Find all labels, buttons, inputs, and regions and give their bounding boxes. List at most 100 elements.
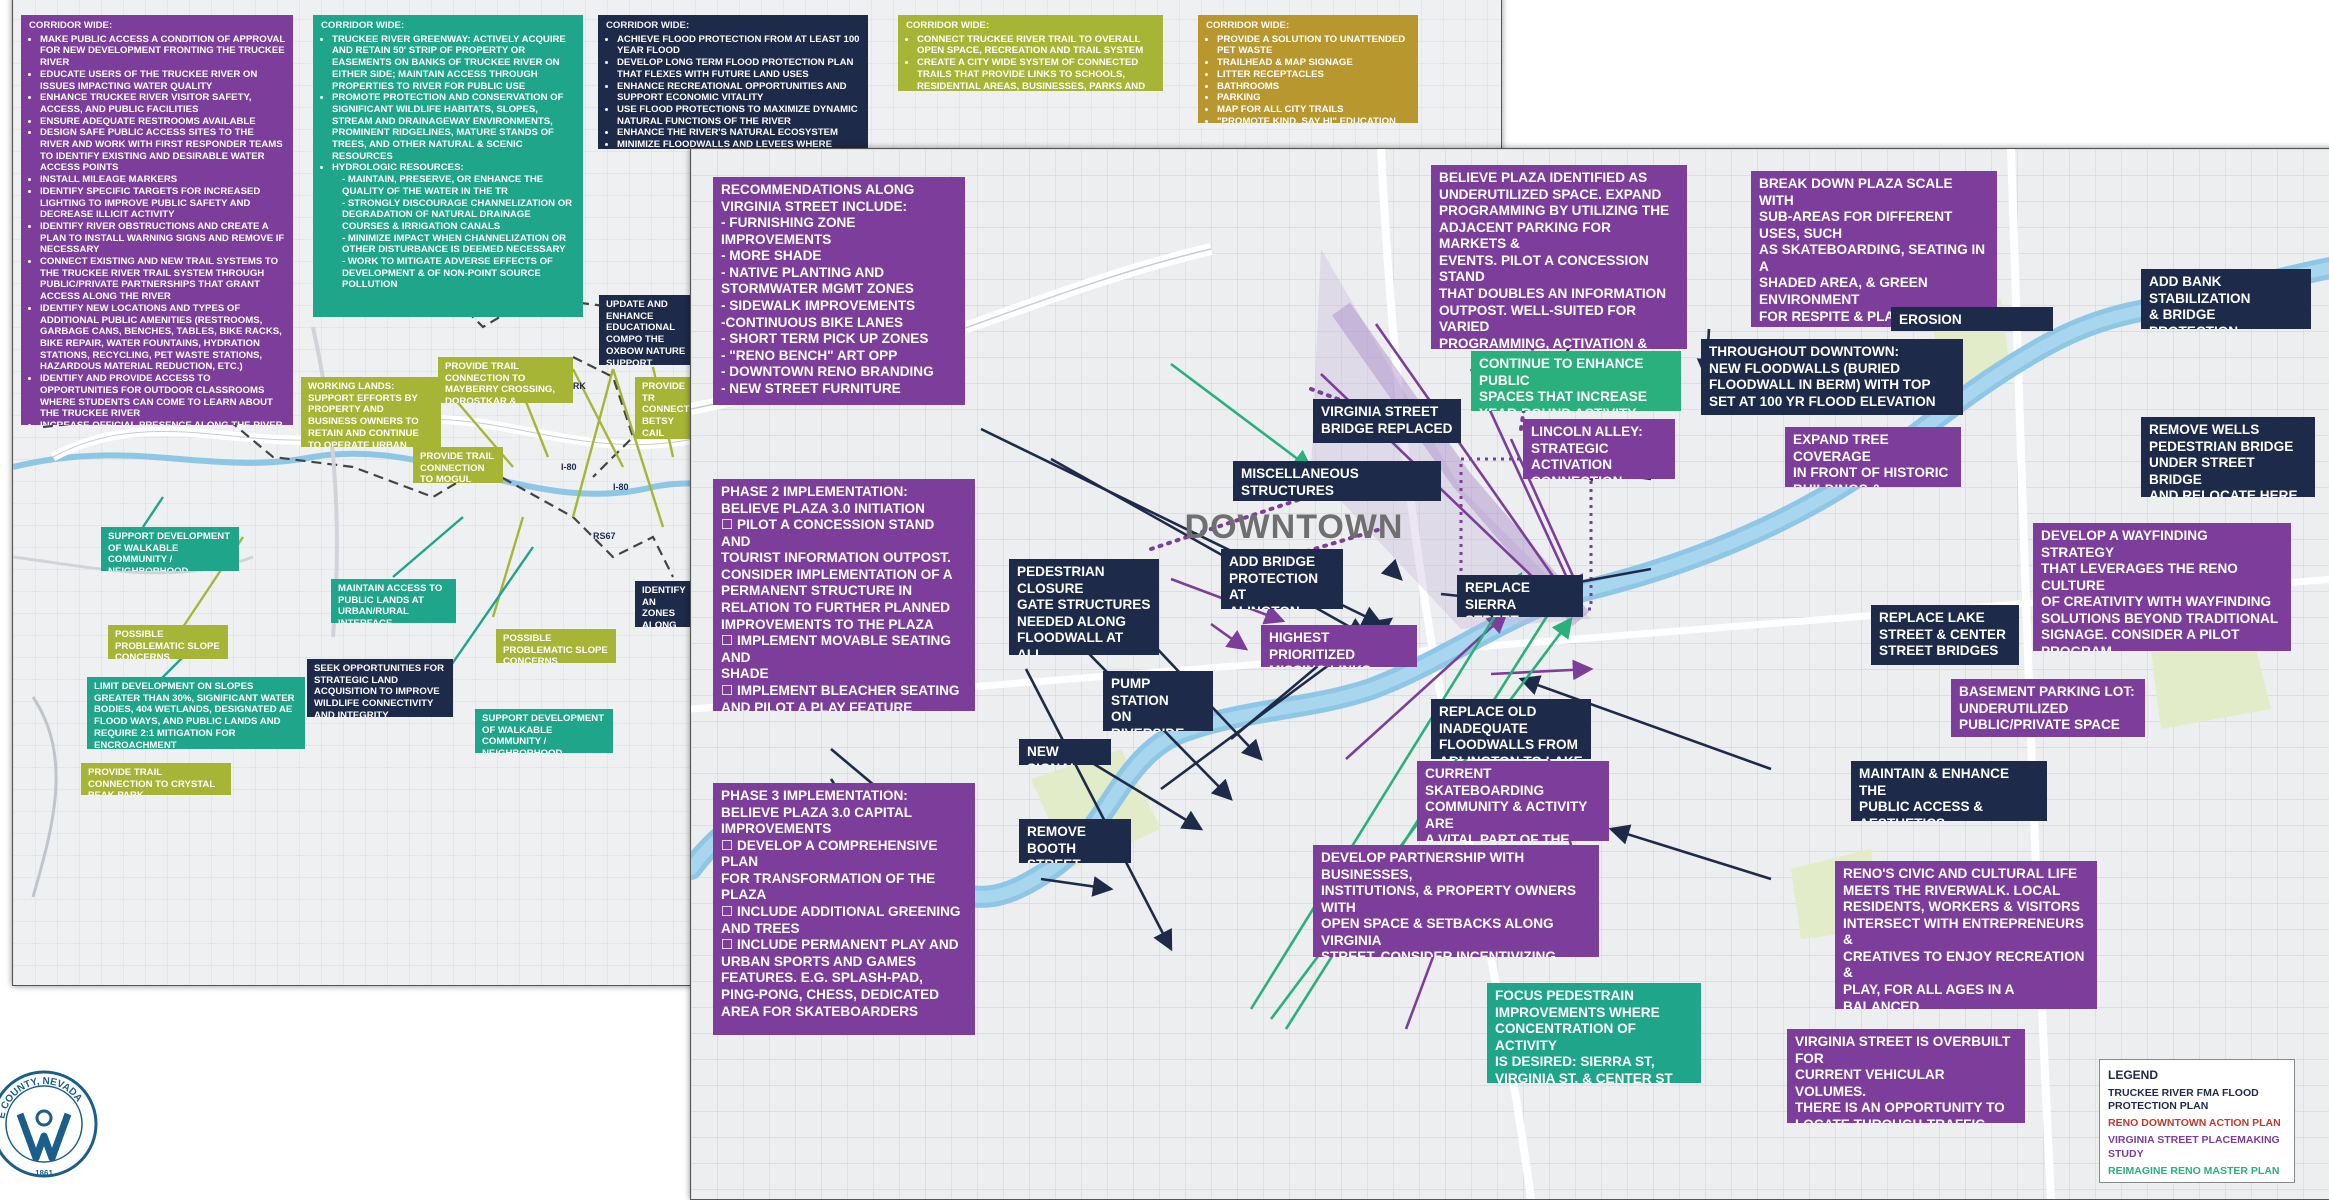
label-working-lands: WORKING LANDS: SUPPORT EFFORTS BY PROPER… <box>301 377 441 447</box>
list-item: CONNECT EXISTING AND NEW TRAIL SYSTEMS T… <box>40 256 285 303</box>
list-item: ACHIEVE FLOOD PROTECTION FROM AT LEAST 1… <box>617 34 860 57</box>
box-header: CORRIDOR WIDE: <box>606 20 690 31</box>
corridor-box-public-access: CORRIDOR WIDE: MAKE PUBLIC ACCESS A COND… <box>21 15 293 425</box>
box-develop-wayfinding: DEVELOP A WAYFINDING STRATEGY THAT LEVER… <box>2033 523 2291 651</box>
label-trail-mogul: PROVIDE TRAIL CONNECTION TO MOGUL PARK <box>413 447 503 483</box>
list-item: "PROMOTE KIND, SAY HI" EDUCATION STATION… <box>1217 116 1410 123</box>
label-support-dev-2: SUPPORT DEVELOPMENT OF WALKABLE COMMUNIT… <box>475 709 613 753</box>
box-phase3-implementation: PHASE 3 IMPLEMENTATION: BELIEVE PLAZA 3.… <box>713 783 975 1035</box>
list-item: HYDROLOGIC RESOURCES:MAINTAIN, PRESERVE,… <box>332 162 575 291</box>
box-current-skateboarding: CURRENT SKATEBOARDING COMMUNITY & ACTIVI… <box>1417 761 1609 841</box>
sub-list-item: MINIMIZE IMPACT WHEN CHANNELIZATION OR O… <box>342 233 575 256</box>
box-remove-booth-bridge: REMOVE BOOTH STREET BRIDGE <box>1019 819 1131 863</box>
box-pump-station: PUMP STATION ON RIVERSIDE DRIVE <box>1103 671 1213 731</box>
list-item: IDENTIFY AND PROVIDE ACCESS TO OPPORTUNI… <box>40 373 285 420</box>
box-phase2-implementation: PHASE 2 IMPLEMENTATION: BELIEVE PLAZA 3.… <box>713 479 975 711</box>
list-item: PROVIDE A SOLUTION TO UNATTENDED PET WAS… <box>1217 34 1410 57</box>
box-erosion-protection: EROSION PROTECTION <box>1891 307 2053 331</box>
list-item: DEVELOP LONG TERM FLOOD PROTECTION PLAN … <box>617 57 860 80</box>
box-list: CONNECT TRUCKEE RIVER TRAIL TO OVERALL O… <box>906 34 1155 91</box>
box-virginia-bridge-replaced: VIRGINIA STREET BRIDGE REPLACED <box>1313 399 1461 443</box>
corridor-box-trails: CORRIDOR WIDE: CONNECT TRUCKEE RIVER TRA… <box>898 15 1163 91</box>
label-problematic-1: POSSIBLE PROBLEMATIC SLOPE CONCERNS <box>108 625 228 659</box>
list-item: DESIGN SAFE PUBLIC ACCESS SITES TO THE R… <box>40 127 285 174</box>
label-crystal-peak: PROVIDE TRAIL CONNECTION TO CRYSTAL PEAK… <box>81 763 231 795</box>
box-new-signal: NEW SIGNAL <box>1019 739 1111 765</box>
list-item: ENHANCE THE RIVER'S NATURAL ECOSYSTEM <box>617 127 860 139</box>
sub-list: MAINTAIN, PRESERVE, OR ENHANCE THE QUALI… <box>332 174 575 291</box>
box-list: PROVIDE A SOLUTION TO UNATTENDED PET WAS… <box>1206 34 1410 123</box>
sub-list-item: MAINTAIN, PRESERVE, OR ENHANCE THE QUALI… <box>342 174 575 197</box>
front-map-sheet: DOWNTOWN RENO RECOMMENDATIONS ALONG VIRG… <box>690 148 2329 1200</box>
sub-list-item: STRONGLY DISCOURAGE CHANNELIZATION OR DE… <box>342 198 575 233</box>
list-item: PARKING <box>1217 92 1410 104</box>
list-item: PROMOTE PROTECTION AND CONSERVATION OF S… <box>332 92 575 162</box>
list-item: INCREASE OFFICIAL PRESENCE ALONG THE RIV… <box>40 420 285 425</box>
list-item: CONNECT TRUCKEE RIVER TRAIL TO OVERALL O… <box>917 34 1155 57</box>
box-continue-enhance: CONTINUE TO ENHANCE PUBLIC SPACES THAT I… <box>1471 351 1681 411</box>
legend-item-reno-downtown: RENO DOWNTOWN ACTION PLAN <box>2108 1117 2281 1130</box>
list-item: CREATE A CITY WIDE SYSTEM OF CONNECTED T… <box>917 57 1155 91</box>
box-replace-old-floodwalls: REPLACE OLD INADEQUATE FLOODWALLS FROM A… <box>1431 699 1591 759</box>
label-limit-development: LIMIT DEVELOPMENT ON SLOPES GREATER THAN… <box>87 677 305 749</box>
list-item: MAKE PUBLIC ACCESS A CONDITION OF APPROV… <box>40 34 285 69</box>
box-list: MAKE PUBLIC ACCESS A CONDITION OF APPROV… <box>29 34 285 425</box>
list-item: INSTALL MILEAGE MARKERS <box>40 174 285 186</box>
county-seal-icon: E COUNTY, NEVADA 1861 <box>0 1070 98 1178</box>
label-update-enhance: UPDATE AND ENHANCE EDUCATIONAL COMPO THE… <box>599 295 695 365</box>
list-item: IDENTIFY SPECIFIC TARGETS FOR INCREASED … <box>40 186 285 221</box>
sub-list-item: WORK TO MITIGATE ADVERSE EFFECTS OF DEVE… <box>342 256 575 291</box>
label-identify-partial: IDENTIFY AN ZONES ALONG NEAR RESIDE <box>635 581 697 627</box>
list-item: ENSURE ADEQUATE RESTROOMS AVAILABLE <box>40 116 285 128</box>
label-maintain-access: MAINTAIN ACCESS TO PUBLIC LANDS AT URBAN… <box>331 579 456 623</box>
map-label-rs67: RS67 <box>593 531 616 541</box>
box-believe-plaza: BELIEVE PLAZA IDENTIFIED AS UNDERUTILIZE… <box>1431 165 1687 349</box>
box-header: CORRIDOR WIDE: <box>906 20 990 31</box>
box-add-bank-stabilization: ADD BANK STABILIZATION & BRIDGE PROTECTI… <box>2141 269 2311 329</box>
box-expand-tree-coverage: EXPAND TREE COVERAGE IN FRONT OF HISTORI… <box>1785 427 1961 487</box>
box-header: CORRIDOR WIDE: <box>29 20 113 31</box>
box-add-bridge-protection: ADD BRIDGE PROTECTION AT ALINGTON BRIDGE <box>1221 549 1343 609</box>
map-legend: LEGEND TRUCKEE RIVER FMA FLOOD PROTECTIO… <box>2099 1059 2295 1183</box>
box-list: ACHIEVE FLOOD PROTECTION FROM AT LEAST 1… <box>606 34 860 149</box>
box-highest-prioritized: HIGHEST PRIORITIZED MISSING LINKS <box>1261 625 1417 667</box>
list-item: BATHROOMS <box>1217 81 1410 93</box>
list-item: IDENTIFY RIVER OBSTRUCTIONS AND CREATE A… <box>40 221 285 256</box>
list-item: MAP FOR ALL CITY TRAILS <box>1217 104 1410 116</box>
corridor-box-flood: CORRIDOR WIDE: ACHIEVE FLOOD PROTECTION … <box>598 15 868 149</box>
map-label-i80-b: I-80 <box>613 482 629 492</box>
box-virginia-overbuilt: VIRGINIA STREET IS OVERBUILT FOR CURRENT… <box>1787 1029 2025 1123</box>
legend-item-fema: TRUCKEE RIVER FMA FLOOD PROTECTION PLAN <box>2108 1087 2259 1113</box>
box-maintain-enhance-trail: MAINTAIN & ENHANCE THE PUBLIC ACCESS & A… <box>1851 761 2047 821</box>
list-item: EDUCATE USERS OF THE TRUCKEE RIVER ON IS… <box>40 69 285 92</box>
box-lincoln-alley: LINCOLN ALLEY: STRATEGIC ACTIVATION CONN… <box>1523 419 1675 479</box>
legend-item-virginia-placemaking: VIRGINIA STREET PLACEMAKING STUDY <box>2108 1134 2280 1160</box>
list-item: USE FLOOD PROTECTIONS TO MAXIMIZE DYNAMI… <box>617 104 860 127</box>
corridor-box-greenway: CORRIDOR WIDE: TRUCKEE RIVER GREENWAY: A… <box>313 15 583 317</box>
box-header: CORRIDOR WIDE: <box>1206 20 1290 31</box>
seal-year: 1861 <box>35 1169 53 1178</box>
legend-title: LEGEND <box>2108 1068 2159 1082</box>
list-item: IDENTIFY NEW LOCATIONS AND TYPES OF ADDI… <box>40 303 285 373</box>
label-seek-opportunities: SEEK OPPORTUNITIES FOR STRATEGIC LAND AC… <box>307 659 453 717</box>
box-list: TRUCKEE RIVER GREENWAY: ACTIVELY ACQUIRE… <box>321 34 575 291</box>
list-item: ENHANCE RECREATIONAL OPPORTUNITIES AND S… <box>617 81 860 104</box>
list-item: TRAILHEAD & MAP SIGNAGE <box>1217 57 1410 69</box>
corridor-box-amenities: CORRIDOR WIDE: PROVIDE A SOLUTION TO UNA… <box>1198 15 1418 123</box>
box-remove-wells-bridge: REMOVE WELLS PEDESTRIAN BRIDGE UNDER STR… <box>2141 417 2315 497</box>
label-support-dev-1: SUPPORT DEVELOPMENT OF WALKABLE COMMUNIT… <box>101 527 239 571</box>
box-replace-lake-center: REPLACE LAKE STREET & CENTER STREET BRID… <box>1871 605 2019 665</box>
list-item: ENHANCE TRUCKEE RIVER VISITOR SAFETY, AC… <box>40 92 285 115</box>
label-trail-mayberry: PROVIDE TRAIL CONNECTION TO MAYBERRY CRO… <box>438 357 573 403</box>
list-item: TRUCKEE RIVER GREENWAY: ACTIVELY ACQUIRE… <box>332 34 575 93</box>
legend-item-reimagine-reno: REIMAGINE RENO MASTER PLAN <box>2108 1164 2280 1177</box>
box-renos-civic-life: RENO'S CIVIC AND CULTURAL LIFE MEETS THE… <box>1835 861 2097 1009</box>
box-throughout-downtown: THROUGHOUT DOWNTOWN: NEW FLOODWALLS (BUR… <box>1701 339 1963 415</box>
box-virginia-recommendations: RECOMMENDATIONS ALONG VIRGINIA STREET IN… <box>713 177 965 405</box>
map-label-park: PARK <box>561 381 586 391</box>
box-basement-parking: BASEMENT PARKING LOT: UNDERUTILIZED PUBL… <box>1951 679 2145 737</box>
label-provide-tr-partial: PROVIDE TR CONNECTIO BETSY CAIL DONNELLY… <box>635 377 695 439</box>
box-pedestrian-closure: PEDESTRIAN CLOSURE GATE STRUCTURES NEEDE… <box>1009 559 1159 655</box>
box-replace-sierra-bridge: REPLACE SIERRA STREET BRIDGE <box>1457 575 1583 617</box>
box-develop-partnership: DEVELOP PARTNERSHIP WITH BUSINESSES, INS… <box>1313 845 1599 957</box>
